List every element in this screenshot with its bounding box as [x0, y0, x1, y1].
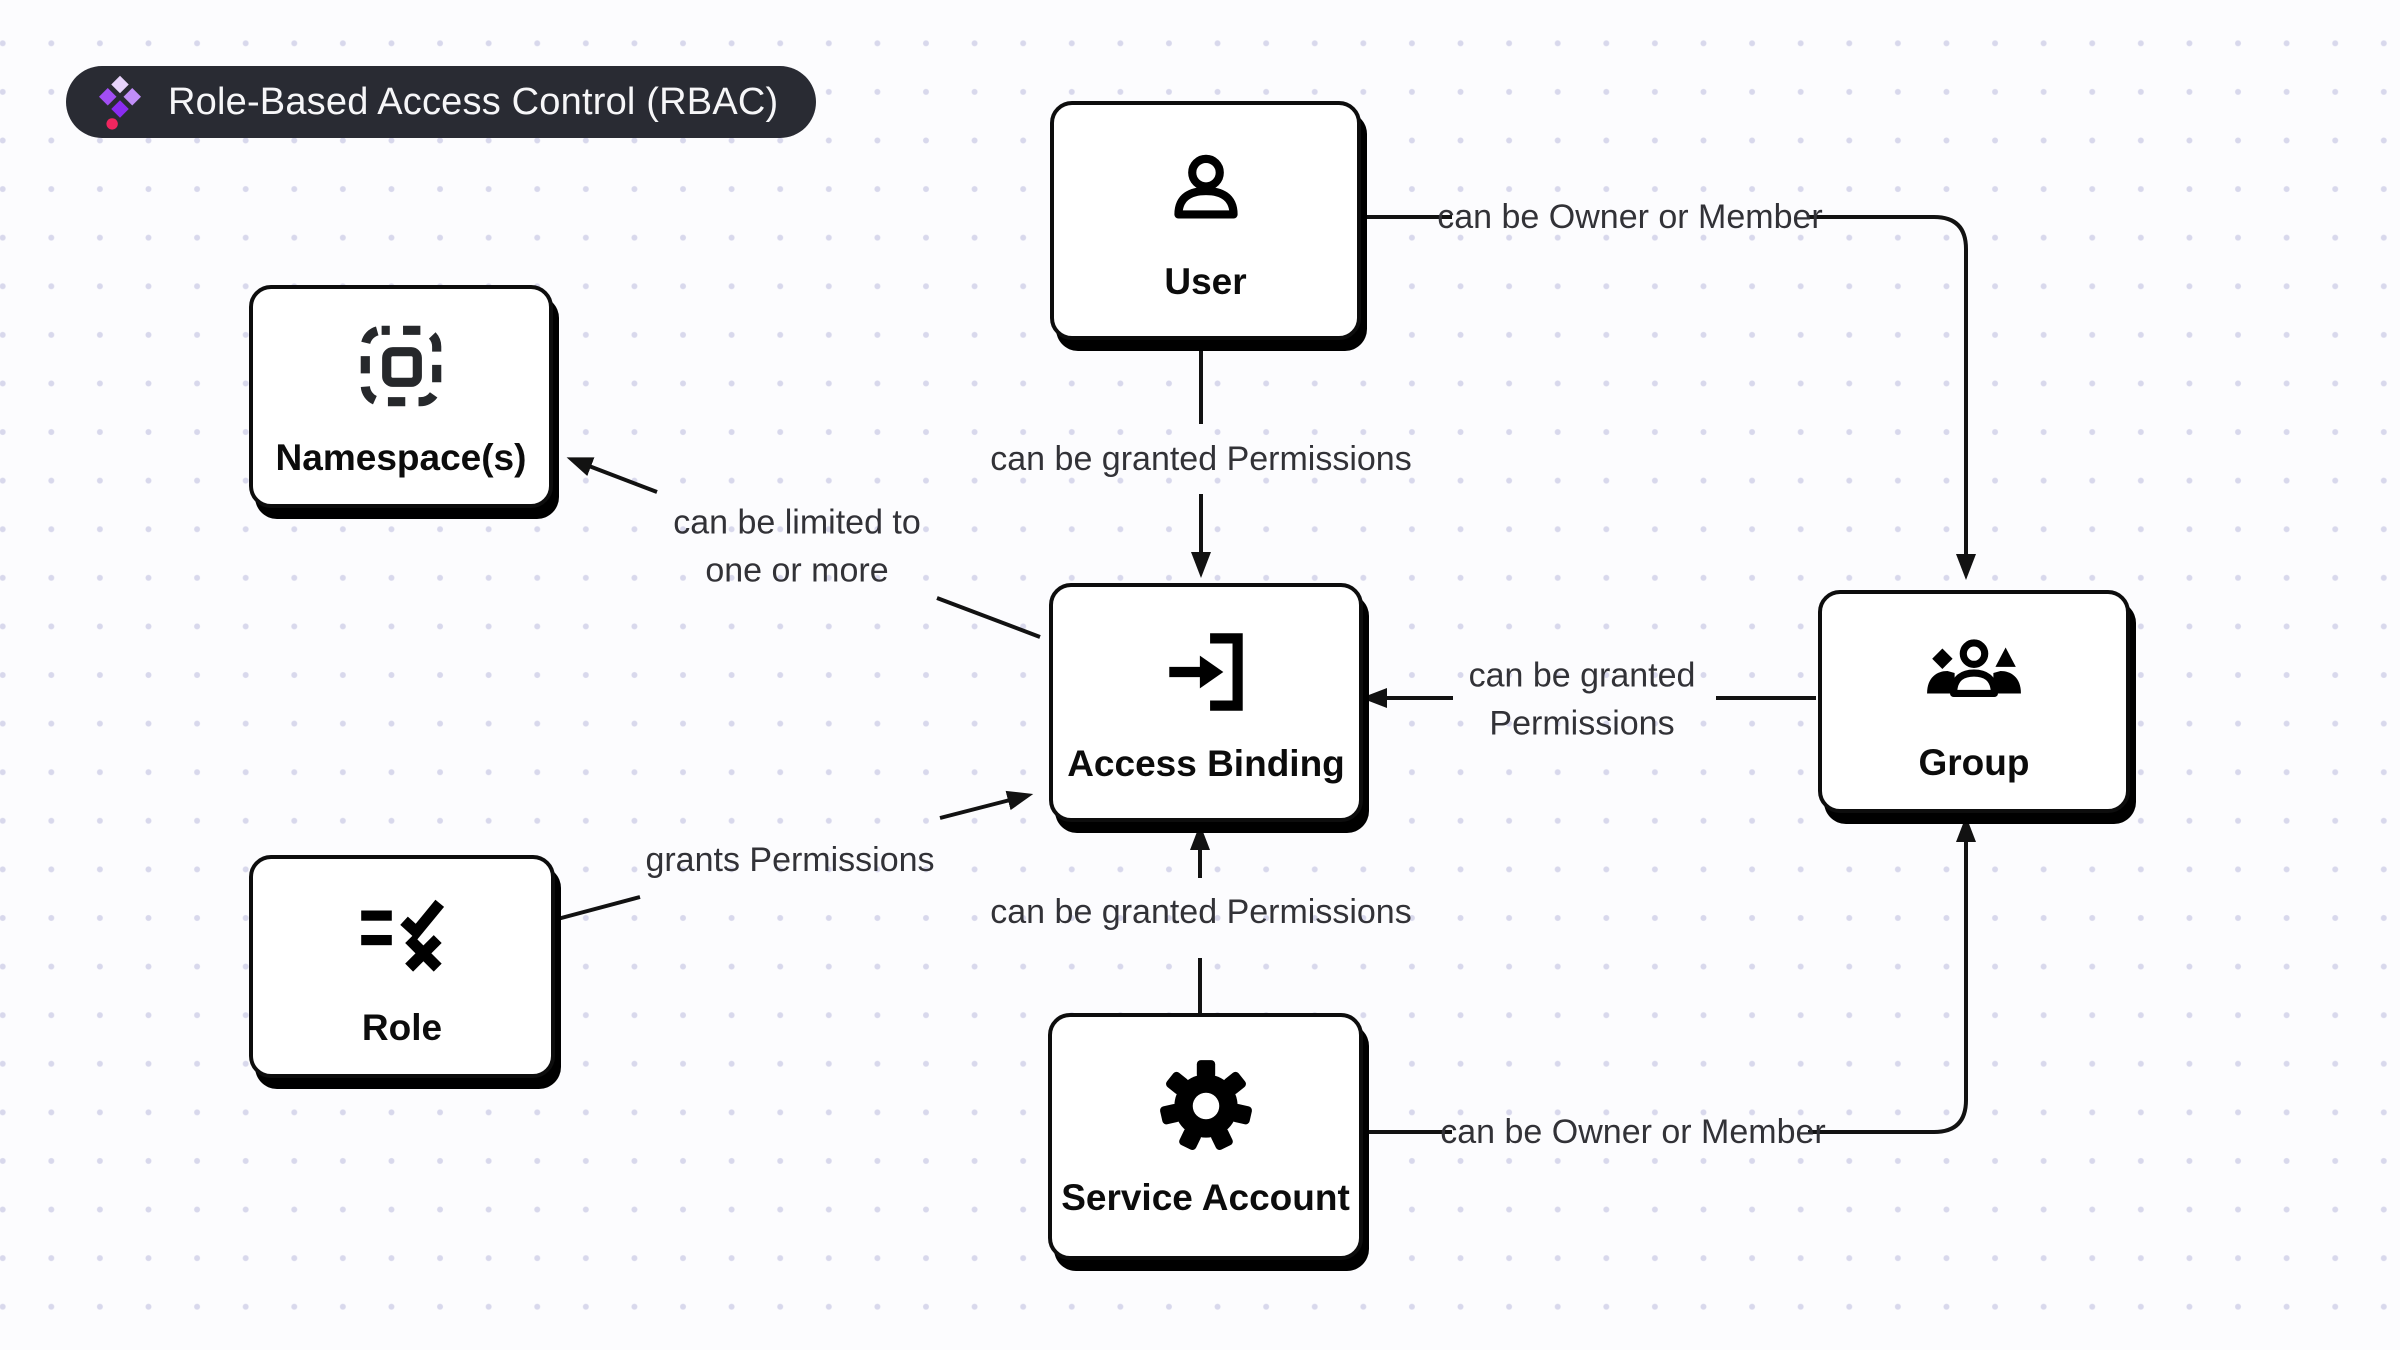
edge-role-to-accessbinding-segment	[549, 895, 641, 923]
person-icon	[1173, 154, 1238, 219]
node-user: User	[1050, 101, 1361, 340]
checklist-icon	[361, 899, 445, 972]
people-group-icon	[1927, 638, 2021, 697]
edge-accessbinding-to-namespace-segment	[936, 596, 1041, 639]
node-label: Role	[361, 1006, 443, 1048]
edge-role-to-accessbinding-arrow	[939, 790, 1034, 820]
edge-accessbinding-to-namespace-arrow	[566, 457, 658, 494]
edge-user-to-group-arrow	[1808, 215, 1976, 580]
node-label: User	[1164, 260, 1247, 302]
title-badge: Role-Based Access Control (RBAC)	[66, 66, 817, 138]
node-access-binding: Access Binding	[1049, 583, 1363, 822]
edge-label-user-group: can be Owner or Member	[1437, 198, 1823, 237]
diagram-title: Role-Based Access Control (RBAC)	[168, 80, 779, 123]
diamond-cluster-logo-icon	[99, 75, 141, 130]
namespace-frame-icon	[360, 325, 442, 406]
edge-label-role-accessbinding: grants Permissions	[645, 841, 935, 880]
node-label: Group	[1918, 741, 2030, 783]
edge-serviceaccount-to-group-arrow	[1808, 816, 1976, 1134]
node-label: Namespace(s)	[275, 436, 527, 478]
node-label: Access Binding	[1067, 742, 1345, 784]
node-label: Service Account	[1061, 1176, 1350, 1218]
login-arrow-icon	[1169, 632, 1243, 711]
edge-label-serviceaccount-group: can be Owner or Member	[1440, 1113, 1826, 1152]
edge-label-accessbinding-namespace: can be limited to one or more	[673, 503, 921, 589]
edge-label-serviceaccount-accessbinding: can be granted Permissions	[990, 893, 1412, 932]
node-namespace: Namespace(s)	[249, 285, 553, 508]
edge-label-group-accessbinding: can be granted Permissions	[1468, 656, 1696, 742]
edge-label-user-accessbinding: can be granted Permissions	[990, 440, 1412, 479]
node-role: Role	[249, 855, 555, 1078]
node-service-account: Service Account	[1048, 1013, 1363, 1260]
node-group: Group	[1818, 590, 2130, 813]
gear-icon	[1159, 1059, 1252, 1150]
